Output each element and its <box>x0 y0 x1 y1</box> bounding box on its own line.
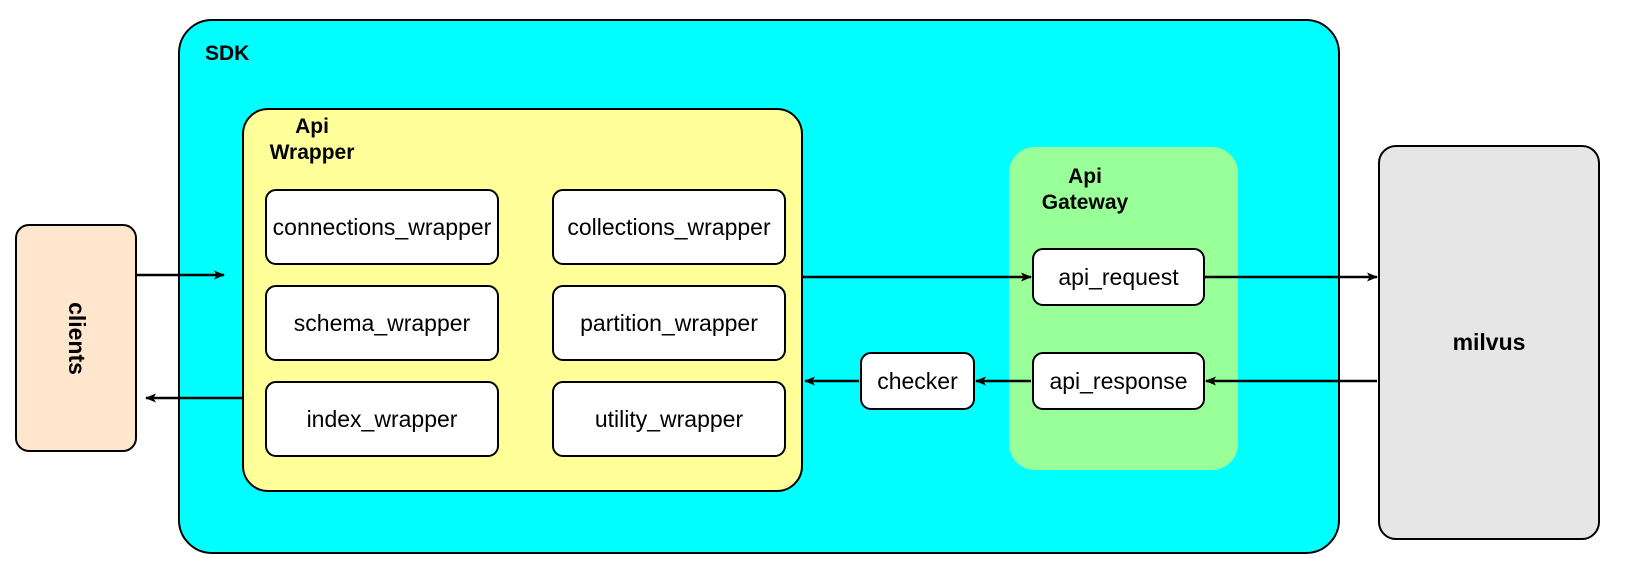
node-clients[interactable]: clients <box>15 224 137 452</box>
node-collections-wrapper-label: collections_wrapper <box>567 213 771 240</box>
node-milvus[interactable]: milvus <box>1378 145 1600 540</box>
node-schema-wrapper[interactable]: schema_wrapper <box>265 285 499 361</box>
node-index-wrapper-label: index_wrapper <box>306 405 458 432</box>
node-connections-wrapper-label: connections_wrapper <box>272 213 492 240</box>
node-api-request-label: api_request <box>1058 263 1179 290</box>
node-api-response[interactable]: api_response <box>1032 352 1205 410</box>
node-schema-wrapper-label: schema_wrapper <box>293 309 471 336</box>
node-checker[interactable]: checker <box>860 352 975 410</box>
node-connections-wrapper[interactable]: connections_wrapper <box>265 189 499 265</box>
group-sdk-label: SDK <box>205 42 250 65</box>
node-partition-wrapper-label: partition_wrapper <box>580 309 758 336</box>
node-index-wrapper[interactable]: index_wrapper <box>265 381 499 457</box>
node-clients-label: clients <box>63 301 90 375</box>
group-api-gateway[interactable] <box>1009 147 1238 470</box>
node-api-request[interactable]: api_request <box>1032 248 1205 306</box>
node-milvus-label: milvus <box>1452 329 1526 355</box>
group-api-gateway-label: Api Gateway <box>1041 165 1129 214</box>
node-partition-wrapper[interactable]: partition_wrapper <box>552 285 786 361</box>
group-api-wrapper-label: Api Wrapper <box>269 115 355 164</box>
node-utility-wrapper-label: utility_wrapper <box>594 405 744 432</box>
node-api-response-label: api_response <box>1049 367 1188 394</box>
node-checker-label: checker <box>877 367 958 394</box>
node-utility-wrapper[interactable]: utility_wrapper <box>552 381 786 457</box>
node-collections-wrapper[interactable]: collections_wrapper <box>552 189 786 265</box>
